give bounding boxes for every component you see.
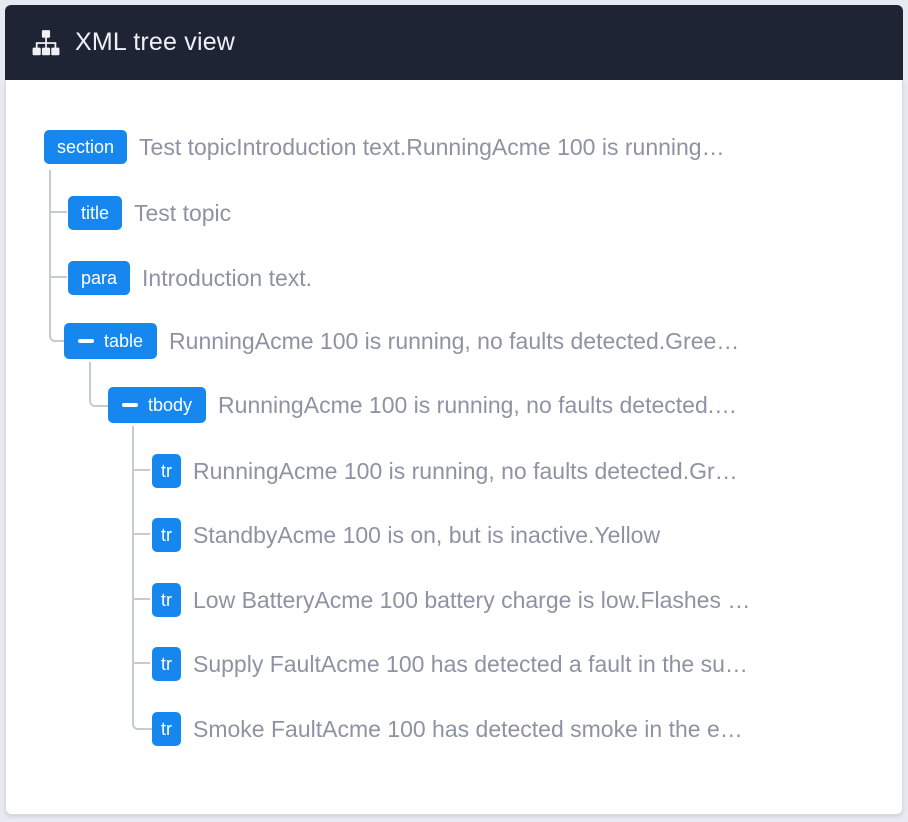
node-text: Test topic bbox=[134, 199, 232, 226]
node-tag-badge[interactable]: table bbox=[64, 323, 158, 359]
collapse-minus-icon[interactable] bbox=[78, 339, 94, 343]
page-title: XML tree view bbox=[75, 28, 236, 56]
node-tag-badge[interactable]: title bbox=[68, 196, 123, 230]
node-tag-label: para bbox=[81, 268, 118, 288]
tree-connector bbox=[134, 469, 150, 471]
node-text: RunningAcme 100 is running, no faults de… bbox=[218, 391, 738, 418]
tree-connector bbox=[49, 333, 64, 342]
tree-connector bbox=[132, 721, 152, 730]
node-tag-badge[interactable]: tr bbox=[152, 583, 181, 617]
tree-connector bbox=[89, 398, 108, 407]
tree-connector bbox=[89, 362, 91, 398]
tree-panel bbox=[5, 80, 903, 815]
tree-connector bbox=[51, 211, 67, 213]
tree-connector bbox=[51, 276, 67, 278]
tree-node-tr: tr Smoke FaultAcme 100 has detected smok… bbox=[152, 712, 743, 746]
tree-node-tr: tr Low BatteryAcme 100 battery charge is… bbox=[152, 583, 750, 617]
node-tag-badge[interactable]: tr bbox=[152, 712, 181, 746]
node-tag-label: tr bbox=[161, 525, 172, 545]
node-text: StandbyAcme 100 is on, but is inactive.Y… bbox=[193, 521, 661, 548]
tree-connector bbox=[132, 426, 134, 721]
node-tag-label: title bbox=[81, 203, 110, 223]
node-tag-badge[interactable]: tr bbox=[152, 454, 181, 488]
node-text: Smoke FaultAcme 100 has detected smoke i… bbox=[193, 715, 743, 742]
app-header: XML tree view bbox=[5, 5, 903, 80]
collapse-minus-icon[interactable] bbox=[122, 403, 138, 407]
node-text: Test topicIntroduction text.RunningAcme … bbox=[139, 133, 725, 160]
node-tag-label: table bbox=[104, 331, 144, 351]
node-tag-label: tr bbox=[161, 654, 172, 674]
node-text: Introduction text. bbox=[142, 264, 313, 291]
tree-connector bbox=[134, 598, 150, 600]
node-tag-badge[interactable]: tr bbox=[152, 647, 181, 681]
tree-node-para: para Introduction text. bbox=[68, 261, 312, 295]
tree-node-table: table RunningAcme 100 is running, no fau… bbox=[64, 323, 739, 359]
node-tag-label: tr bbox=[161, 461, 172, 481]
node-tag-label: tbody bbox=[148, 395, 193, 415]
tree-node-tr: tr Supply FaultAcme 100 has detected a f… bbox=[152, 647, 748, 681]
tree-node-tbody: tbody RunningAcme 100 is running, no fau… bbox=[108, 387, 737, 423]
tree-connector bbox=[134, 533, 150, 535]
node-tag-label: tr bbox=[161, 719, 172, 739]
tree-node-section: section Test topicIntroduction text.Runn… bbox=[44, 130, 725, 164]
tree-node-tr: tr StandbyAcme 100 is on, but is inactiv… bbox=[152, 518, 660, 552]
node-text: Supply FaultAcme 100 has detected a faul… bbox=[193, 650, 748, 677]
node-tag-badge[interactable]: section bbox=[44, 130, 128, 164]
node-tag-label: section bbox=[57, 137, 115, 157]
tree-connector bbox=[49, 170, 51, 334]
node-tag-badge[interactable]: tbody bbox=[108, 387, 207, 423]
tree-node-tr: tr RunningAcme 100 is running, no faults… bbox=[152, 454, 738, 488]
node-tag-badge[interactable]: para bbox=[68, 261, 131, 295]
tree-node-title: title Test topic bbox=[68, 196, 231, 230]
node-text: RunningAcme 100 is running, no faults de… bbox=[193, 457, 738, 484]
tree-connector bbox=[134, 662, 150, 664]
sitemap-icon bbox=[32, 29, 60, 56]
node-tag-label: tr bbox=[161, 590, 172, 610]
node-text: Low BatteryAcme 100 battery charge is lo… bbox=[193, 586, 751, 613]
node-tag-badge[interactable]: tr bbox=[152, 518, 181, 552]
node-text: RunningAcme 100 is running, no faults de… bbox=[169, 327, 740, 354]
